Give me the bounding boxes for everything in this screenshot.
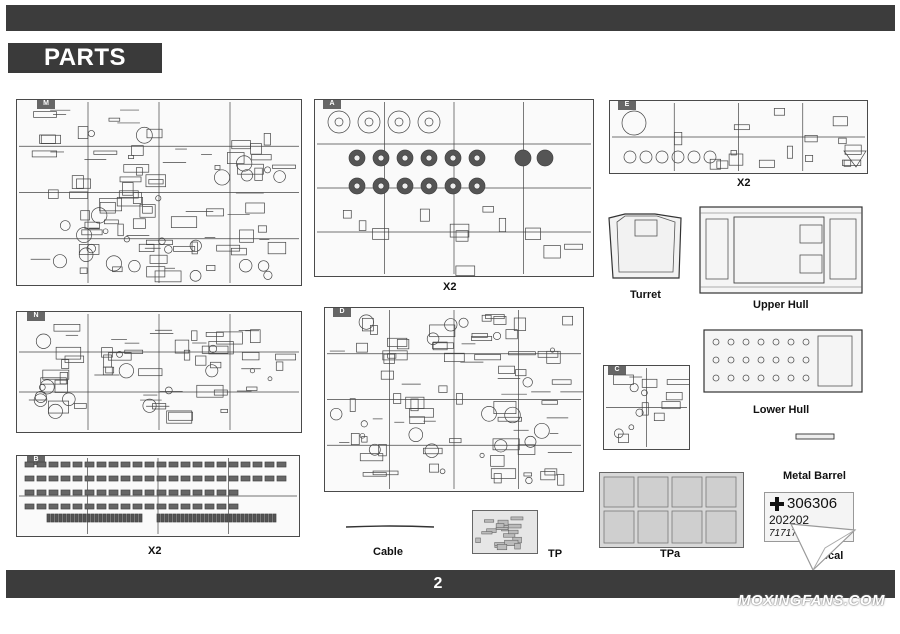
- sprue-c: C: [603, 365, 690, 450]
- page-title: PARTS: [8, 43, 162, 73]
- moxingfans-logo-icon: [790, 523, 857, 572]
- sprue-n-parts: [19, 314, 299, 430]
- cable-label: Cable: [373, 546, 403, 558]
- sprue-tag: M: [37, 100, 55, 109]
- sprue-b-quantity: X2: [148, 545, 162, 557]
- footer-bar: [6, 570, 895, 598]
- sprue-tag: N: [27, 312, 45, 321]
- upper-hull-part: [699, 206, 863, 294]
- sprue-n: N: [16, 311, 302, 433]
- sprue-tag: B: [27, 456, 45, 465]
- sprue-tag: D: [333, 308, 351, 317]
- sprue-tag: A: [323, 100, 341, 109]
- sprue-a: A: [314, 99, 594, 277]
- header-bar: [6, 5, 895, 31]
- tp-detail: [475, 516, 524, 551]
- lower-hull-part: [703, 329, 863, 393]
- turret-label: Turret: [630, 289, 661, 301]
- tpa-label: TPa: [660, 548, 681, 560]
- tp-part: [472, 510, 538, 554]
- decal-row-2: 202202: [769, 513, 810, 527]
- decal-row-3: 717171: [769, 528, 803, 539]
- cable-part: [345, 525, 435, 528]
- sprue-e-quantity: X2: [737, 177, 751, 189]
- sprue-d: D: [324, 307, 584, 492]
- metal-barrel-label: Metal Barrel: [783, 470, 846, 482]
- turret-part: [608, 213, 682, 279]
- sprue-m-parts: [19, 102, 299, 283]
- balkenkreuz-icon: [770, 497, 784, 511]
- sprue-tag: C: [608, 366, 626, 375]
- sprue-a-quantity: X2: [443, 281, 457, 293]
- tp-label: TP: [548, 548, 563, 560]
- upper-hull-label: Upper Hull: [753, 299, 809, 311]
- sprue-m: M: [16, 99, 302, 286]
- sprue-e-parts: [612, 103, 867, 171]
- page-number: 2: [433, 575, 443, 592]
- tpa-part: [599, 472, 744, 548]
- sprue-b: B: [16, 455, 300, 537]
- sprue-a-parts: [317, 102, 591, 276]
- sprue-tag: E: [618, 101, 636, 110]
- metal-barrel-part: [795, 433, 835, 440]
- lower-hull-label: Lower Hull: [753, 404, 810, 416]
- sprue-c-parts: [606, 368, 689, 447]
- decal-row-1: 306306: [787, 495, 838, 512]
- watermark-text: MOXINGFANS.COM: [738, 592, 886, 609]
- tpa-detail: [603, 476, 737, 544]
- sprue-d-parts: [327, 310, 583, 489]
- sprue-b-parts: [19, 458, 297, 534]
- sprue-e: E: [609, 100, 868, 174]
